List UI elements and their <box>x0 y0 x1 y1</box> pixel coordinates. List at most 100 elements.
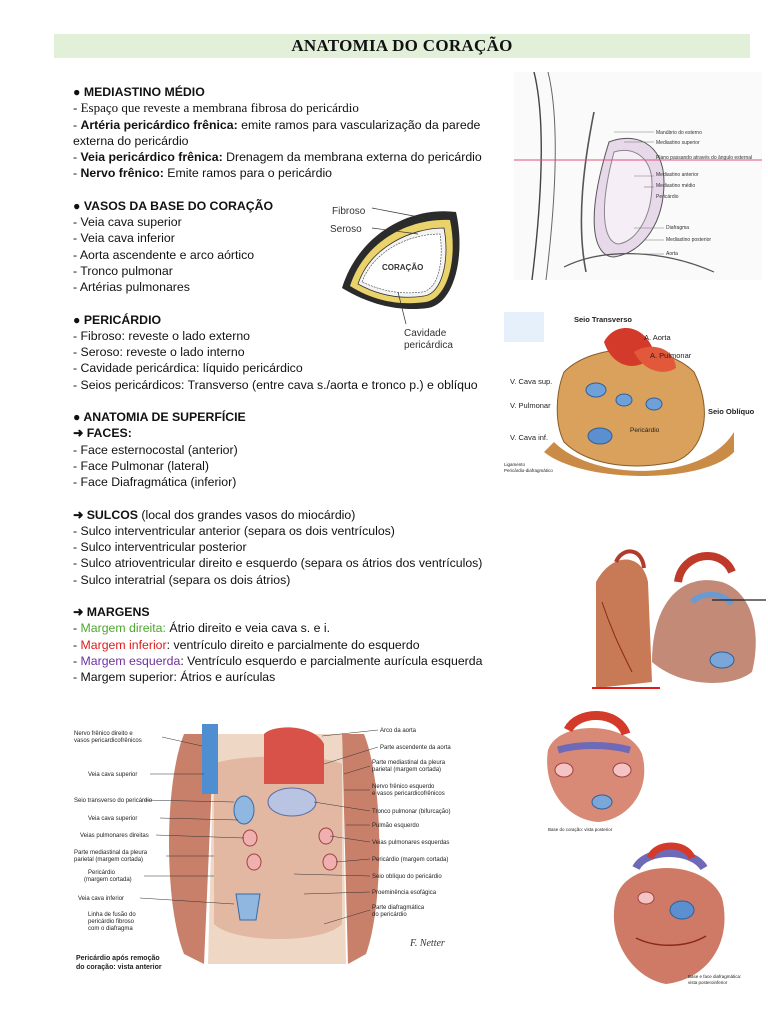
list-item: - Sulco interventricular anterior (separ… <box>73 523 395 538</box>
netter-caption-2: do coração: vista anterior <box>76 964 162 971</box>
mediastino-line-1: - Espaço que reveste a membrana fibrosa … <box>73 100 359 116</box>
margem-esquerda: - Margem esquerda: Ventrículo esquerdo e… <box>73 653 483 668</box>
netter-label: Parte mediastinal da pleura <box>372 760 446 766</box>
netter-label: Tronco pulmonar (bifurcação) <box>372 809 450 815</box>
mediastino-heading: ● MEDIASTINO MÉDIO <box>73 85 205 99</box>
sinus-figure: Seio Transverso A. Aorta A. Pulmonar V. … <box>504 312 768 484</box>
superficie-heading: ● ANATOMIA DE SUPERFÍCIE <box>73 410 246 425</box>
v-pulmonar-label: V. Pulmonar <box>510 401 551 410</box>
netter-label: Veias pulmonares esquerdas <box>372 840 449 846</box>
cavidade-label-2: pericárdica <box>404 340 453 351</box>
list-item: - Fibroso: reveste o lado externo <box>73 328 251 343</box>
pericardium-diagram: Fibroso Seroso CORAÇÃO Cavidade pericárd… <box>328 196 470 356</box>
netter-label: Linha de fusão do <box>88 912 136 918</box>
section-pericardio: ● PERICÁRDIO - Fibroso: reveste o lado e… <box>73 312 505 393</box>
base-heart-figure: Base do coração: vista posterior <box>518 710 668 834</box>
margem-superior: - Margem superior: Átrios e aurículas <box>73 670 276 685</box>
section-vasos: ● VASOS DA BASE DO CORAÇÃO - Veia cava s… <box>73 198 505 296</box>
list-item: - Face Pulmonar (lateral) <box>73 458 209 473</box>
title-bar: ANATOMIA DO CORAÇÃO <box>54 34 750 58</box>
section-sulcos: ➜ SULCOS (local dos grandes vasos do mio… <box>73 507 505 588</box>
netter-label: Parte mediastinal da pleura <box>74 850 148 856</box>
list-item: - Tronco pulmonar <box>73 263 173 278</box>
list-item: - Face esternocostal (anterior) <box>73 442 238 457</box>
netter-caption-1: Pericárdio após remoção <box>76 955 160 962</box>
netter-label: Proeminência esofágica <box>372 890 437 896</box>
netter-label: Veias pulmonares direitas <box>80 833 149 839</box>
mediastino-line-3: - Veia pericárdico frênica: Drenagem da … <box>73 150 482 165</box>
fig-label: Mediastino posterior <box>666 237 711 243</box>
seio-transverso-label: Seio Transverso <box>574 315 632 324</box>
sulcos-heading: ➜ SULCOS (local dos grandes vasos do mio… <box>73 507 356 522</box>
list-item: - Cavidade pericárdica: líquido pericárd… <box>73 361 303 376</box>
ligamento-label-2: Pericárdio-diafragmático <box>504 468 553 473</box>
margem-inferior: - Margem inferior: ventrículo direito e … <box>73 637 420 652</box>
base-heart-caption: Base do coração: vista posterior <box>548 827 613 832</box>
netter-label: Veia cava inferior <box>78 896 124 902</box>
netter-label: Parte ascendente da aorta <box>380 745 451 751</box>
list-item: - Seroso: reveste o lado interno <box>73 345 245 360</box>
margens-heading: ➜ MARGENS <box>73 605 150 620</box>
base-heart2-caption-2: vista posteroinferior <box>688 980 728 985</box>
cavidade-label-1: Cavidade <box>404 328 447 339</box>
coracao-label: CORAÇÃO <box>382 263 423 272</box>
section-superficie: ● ANATOMIA DE SUPERFÍCIE ➜ FACES: - Face… <box>73 409 505 490</box>
list-item: - Face Diafragmática (inferior) <box>73 475 237 490</box>
list-item: - Artérias pulmonares <box>73 280 190 295</box>
fig-label: Mediastino médio <box>656 183 695 189</box>
fig-label: Mediastino superior <box>656 140 700 146</box>
netter-label: Seio transverso do pericárdio <box>74 798 153 804</box>
netter-label: com o diafragma <box>88 926 133 932</box>
list-item: - Sulco interventricular posterior <box>73 540 247 555</box>
faces-heading: ➜ FACES: <box>73 426 132 441</box>
section-mediastino: ● MEDIASTINO MÉDIO - Espaço que reveste … <box>73 84 505 182</box>
netter-label: Arco da aorta <box>380 728 417 734</box>
netter-label: e vasos pericardicofrênicos <box>372 791 445 797</box>
netter-label: parietal (margem cortada) <box>372 767 441 773</box>
pericardio-heading: ● PERICÁRDIO <box>73 312 162 327</box>
netter-label: Pericárdio (margem cortada) <box>372 857 448 863</box>
cava-inf-label: V. Cava inf. <box>510 433 548 442</box>
list-item: - Veia cava inferior <box>73 231 175 246</box>
seio-obliquo-label: Seio Oblíquo <box>708 407 755 416</box>
text-column: ● MEDIASTINO MÉDIO - Espaço que reveste … <box>73 84 505 686</box>
list-item: - Sulco atrioventricular direito e esque… <box>73 556 483 571</box>
netter-label: parietal (margem cortada) <box>74 857 143 863</box>
netter-signature: F. Netter <box>409 938 445 949</box>
aorta-label: A. Aorta <box>644 333 672 342</box>
netter-label: Veia cava superior <box>88 772 137 778</box>
netter-label: do pericárdio <box>372 912 407 918</box>
seroso-label: Seroso <box>330 224 362 235</box>
mediastinum-figure: Manúbrio do esterno Mediastino superior … <box>514 72 762 280</box>
vasos-heading: ● VASOS DA BASE DO CORAÇÃO <box>73 198 274 213</box>
margem-direita: - Margem direita: Átrio direito e veia c… <box>73 621 330 636</box>
netter-label: Nervo frênico direito e <box>74 731 133 737</box>
netter-label: Parte diafragmática <box>372 905 425 911</box>
mediastino-line-4: - Nervo frênico: Emite ramos para o peri… <box>73 166 333 181</box>
fig-label: Pericárdio <box>656 194 679 200</box>
netter-figure: Nervo frênico direito e vasos pericardic… <box>74 724 500 976</box>
pericardio-label: Pericárdio <box>630 427 660 434</box>
netter-label: Pulmão esquerdo <box>372 823 420 829</box>
page-title: ANATOMIA DO CORAÇÃO <box>291 36 513 55</box>
fig-label: Aorta <box>666 251 678 257</box>
netter-label: Nervo frênico esquerdo <box>372 784 435 790</box>
base-diaphragmatic-figure: Base e face diafragmática: vista postero… <box>596 838 744 988</box>
fig-label: Diafragma <box>666 225 689 231</box>
netter-label: (margem cortada) <box>84 877 132 883</box>
list-item: - Veia cava superior <box>73 215 182 230</box>
section-margens: ➜ MARGENS - Margem direita: Átrio direit… <box>73 604 505 685</box>
list-item: - Aorta ascendente e arco aórtico <box>73 247 255 262</box>
fig-label: Plano passando através do ângulo esterna… <box>656 155 752 161</box>
a-pulmonar-label: A. Pulmonar <box>650 351 692 360</box>
fig-label: Manúbrio do esterno <box>656 130 702 136</box>
netter-label: Pericárdio <box>88 870 116 876</box>
heart-surfaces-figure <box>592 542 766 696</box>
list-item: - Sulco interatrial (separa os dois átri… <box>73 572 291 587</box>
list-item: - Seios pericárdicos: Transverso (entre … <box>73 377 478 392</box>
base-heart2-caption-1: Base e face diafragmática: <box>688 974 741 979</box>
netter-label: vasos pericardicofrênicos <box>74 738 142 744</box>
mediastino-line-2: - Artéria pericárdico frênica: emite ram… <box>73 117 481 148</box>
netter-label: Veia cava superior <box>88 816 137 822</box>
cava-sup-label: V. Cava sup. <box>510 377 552 386</box>
